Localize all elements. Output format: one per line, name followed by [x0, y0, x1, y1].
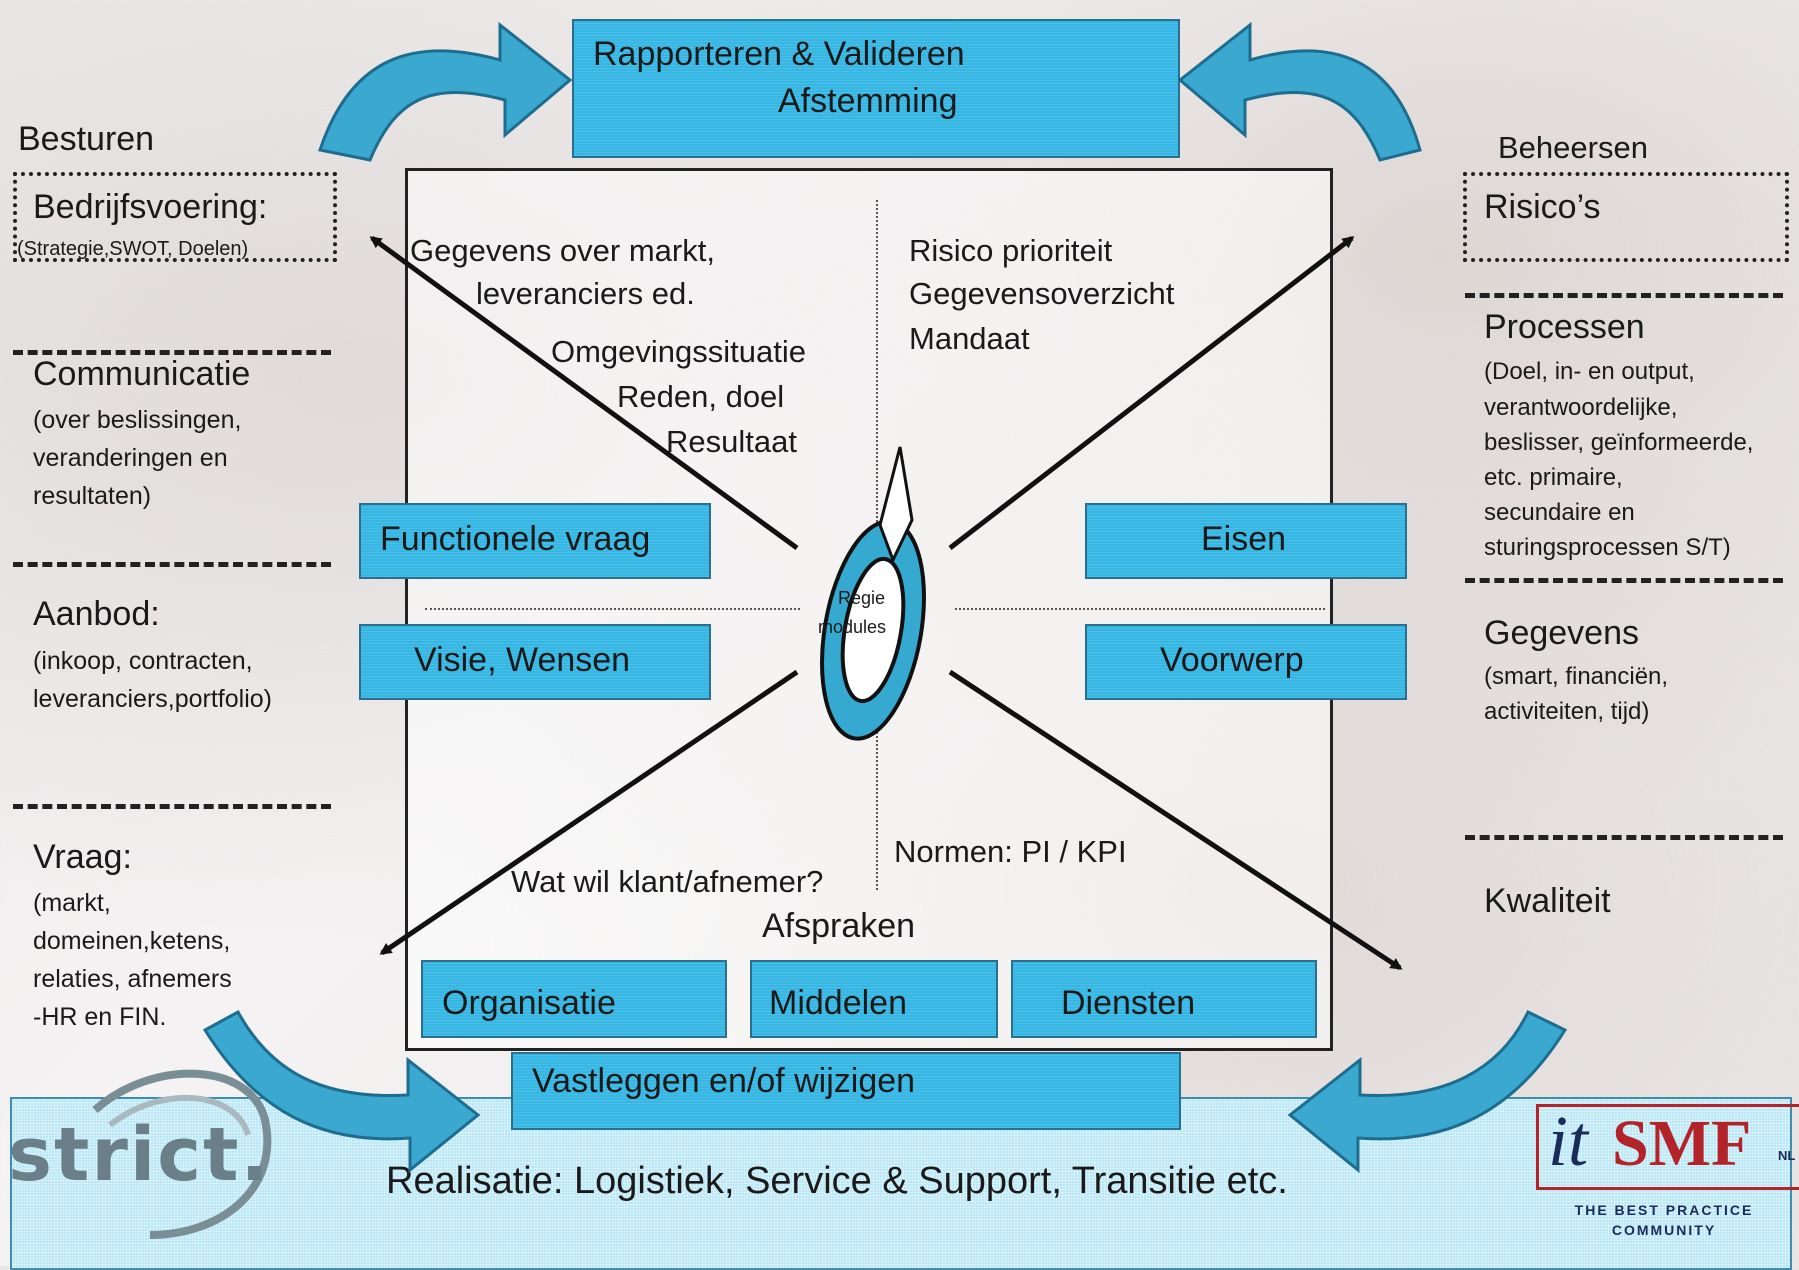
rapporteren-line2: Afstemming [778, 82, 958, 120]
risicos-label: Risico’s [1484, 188, 1601, 226]
diagonal-arrow-bottom-right [948, 669, 1403, 971]
risicos-box [1463, 172, 1789, 262]
voorwerp-box: Voorwerp [1085, 624, 1407, 700]
processen-line2: verantwoordelijke, [1484, 394, 1678, 421]
itsmf-tagline-2: COMMUNITY [1611, 1222, 1717, 1238]
diagonal-arrow-top-right [948, 236, 1355, 550]
aanbod-title: Aanbod: [33, 595, 160, 633]
rapporteren-line1: Rapporteren & Valideren [593, 35, 965, 73]
horizontal-dotted-divider-right [955, 608, 1325, 610]
beheersen-heading: Beheersen [1498, 130, 1648, 165]
diagonal-arrow-bottom-left [379, 669, 799, 956]
tr-text-line1: Risico prioriteit [909, 233, 1113, 268]
strict-logo-text: strict. [8, 1112, 271, 1198]
tl-text-line1: Gegevens over markt, [410, 233, 715, 268]
tr-text-line3: Mandaat [909, 321, 1030, 356]
omgeving-line3: Resultaat [666, 424, 797, 459]
diensten-label: Diensten [1061, 984, 1196, 1022]
middelen-box: Middelen [750, 960, 998, 1038]
aanbod-line1: (inkoop, contracten, [33, 647, 253, 675]
organisatie-box: Organisatie [421, 960, 727, 1038]
besturen-heading: Besturen [18, 120, 155, 158]
visie-wensen-label: Visie, Wensen [414, 641, 631, 679]
horizontal-dotted-divider-left [425, 608, 800, 610]
kwaliteit-label: Kwaliteit [1484, 882, 1611, 920]
communicatie-line2: veranderingen en [33, 444, 228, 472]
itsmf-logo: it SMF NL THE BEST PRACTICE COMMUNITY [1530, 1100, 1799, 1250]
strict-logo: strict. [0, 1040, 290, 1240]
itsmf-frame [1536, 1104, 1799, 1190]
eisen-label: Eisen [1201, 520, 1287, 558]
diagonal-arrow-top-left [369, 235, 799, 551]
itsmf-tagline-1: THE BEST PRACTICE [1574, 1202, 1754, 1218]
itsmf-smf: SMF [1612, 1107, 1752, 1180]
vraag-line1: (markt, [33, 889, 111, 917]
right-dash-1 [1465, 293, 1783, 298]
tl-text-line2: leveranciers ed. [476, 276, 695, 311]
processen-line3: beslisser, geïnformeerde, [1484, 429, 1754, 456]
organisatie-label: Organisatie [442, 984, 616, 1022]
realisatie-text: Realisatie: Logistiek, Service & Support… [386, 1160, 1288, 1202]
vastleggen-box: Vastleggen en/of wijzigen [511, 1052, 1181, 1130]
left-dash-1 [13, 350, 331, 355]
right-dash-3 [1465, 835, 1783, 840]
functionele-vraag-box: Functionele vraag [359, 503, 711, 579]
visie-wensen-box: Visie, Wensen [359, 624, 711, 700]
communicatie-title: Communicatie [33, 355, 251, 393]
bedrijfsvoering-sub: (Strategie,SWOT, Doelen) [17, 238, 249, 260]
bedrijfsvoering-box [13, 172, 337, 262]
processen-line4: etc. primaire, [1484, 464, 1623, 491]
left-dash-2 [13, 562, 331, 567]
curved-arrow-bottom-right [1287, 1009, 1568, 1174]
left-dash-3 [13, 804, 331, 809]
wat-wil-klant: Wat wil klant/afnemer? [511, 864, 824, 899]
curved-arrow-top-left [318, 21, 573, 162]
tr-text-line2: Gegevensoverzicht [909, 276, 1175, 311]
vraag-line3: relaties, afnemers [33, 965, 232, 993]
itsmf-it: it [1548, 1101, 1589, 1181]
strict-swoosh-icon [92, 1069, 272, 1239]
normen-kpi: Normen: PI / KPI [894, 834, 1127, 869]
processen-title: Processen [1484, 308, 1645, 346]
omgeving-line1: Omgevingssituatie [551, 334, 807, 369]
afspraken-label: Afspraken [762, 907, 916, 945]
vastleggen-label: Vastleggen en/of wijzigen [532, 1062, 916, 1100]
communicatie-line3: resultaten) [33, 482, 152, 510]
gegevens-line2: activiteiten, tijd) [1484, 698, 1650, 725]
regie-compass-icon [820, 446, 926, 741]
functionele-vraag-label: Functionele vraag [380, 520, 651, 558]
omgeving-line2: Reden, doel [617, 379, 785, 414]
gegevens-title: Gegevens [1484, 614, 1639, 652]
itsmf-nl: NL [1778, 1148, 1796, 1163]
curved-arrow-top-right [1177, 21, 1422, 162]
vraag-line2: domeinen,ketens, [33, 927, 231, 955]
right-dash-2 [1465, 578, 1783, 583]
processen-line1: (Doel, in- en output, [1484, 358, 1695, 385]
vraag-title: Vraag: [33, 838, 132, 876]
regie-label-2: modules [818, 617, 887, 637]
gegevens-line1: (smart, financiën, [1484, 663, 1669, 690]
eisen-box: Eisen [1085, 503, 1407, 579]
voorwerp-label: Voorwerp [1160, 641, 1304, 679]
diensten-box: Diensten [1011, 960, 1317, 1038]
middelen-label: Middelen [769, 984, 907, 1022]
vraag-line4: -HR en FIN. [33, 1003, 167, 1031]
rapporteren-box: Rapporteren & Valideren Afstemming [572, 19, 1180, 158]
aanbod-line2: leveranciers,portfolio) [33, 685, 272, 713]
regie-label-1: Regie [838, 588, 886, 608]
curved-arrow-bottom-left [202, 1009, 481, 1174]
processen-line6: sturingsprocessen S/T) [1484, 534, 1731, 561]
bedrijfsvoering-title: Bedrijfsvoering: [33, 188, 268, 226]
communicatie-line1: (over beslissingen, [33, 406, 242, 434]
processen-line5: secundaire en [1484, 499, 1635, 526]
